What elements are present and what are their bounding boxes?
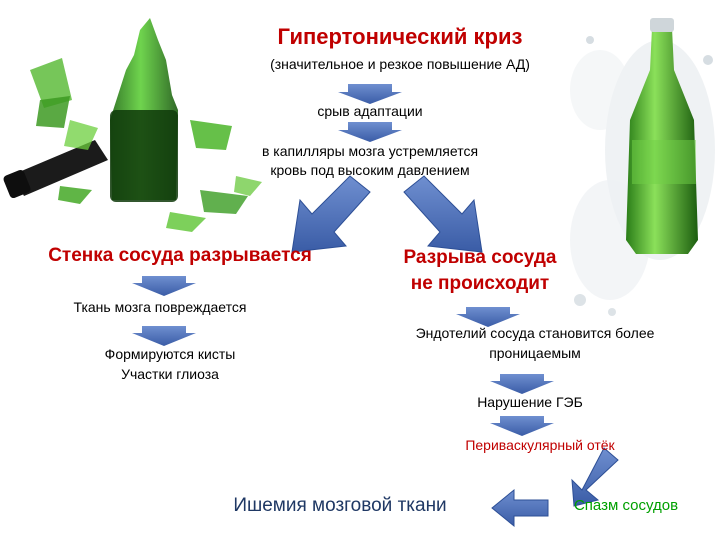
arrow-down-right-1	[456, 307, 520, 327]
arrow-to-ischemia	[491, 488, 549, 528]
right-branch-heading-line1: Разрыва сосуда	[403, 247, 557, 268]
broken-bottle-illustration	[3, 18, 262, 232]
arrow-down-right-3	[490, 416, 554, 436]
step-capillaries-line1: в капилляры мозга устремляется	[261, 143, 479, 159]
left-branch-heading: Стенка сосуда разрывается	[48, 245, 312, 266]
right-step-bbb: Нарушение ГЭБ	[477, 394, 583, 410]
right-step-endothelium-line2: проницаемым	[489, 345, 581, 361]
subtitle: (значительное и резкое повышение АД)	[270, 56, 530, 72]
outcome-spasm: Спазм сосудов	[573, 497, 679, 514]
arrow-down-left-2	[132, 326, 196, 346]
right-step-edema: Периваскулярный отёк	[465, 437, 615, 453]
left-step-cysts: Формируются кисты	[104, 346, 236, 362]
arrow-down-right-2	[490, 374, 554, 394]
arrow-down-left-1	[132, 276, 196, 296]
arrow-to-spasm	[571, 447, 619, 507]
arrow-down-1	[338, 84, 402, 104]
arrow-diagonal-left	[291, 175, 371, 253]
outcome-ischemia: Ишемия мозговой ткани	[233, 495, 447, 516]
step-capillaries-line2: кровь под высоким давлением	[270, 162, 470, 178]
left-step-gliosis: Участки глиоза	[121, 366, 219, 382]
step-adaptation: срыв адаптации	[317, 103, 423, 119]
right-branch-heading-line2: не происходит	[410, 273, 550, 294]
right-step-endothelium-line1: Эндотелий сосуда становится более	[415, 325, 655, 341]
page-title: Гипертонический криз	[277, 24, 523, 49]
arrow-down-2	[338, 122, 402, 142]
splash-bottle-illustration	[570, 18, 715, 316]
left-step-tissue-damage: Ткань мозга повреждается	[73, 299, 247, 315]
arrow-diagonal-right	[403, 175, 483, 253]
